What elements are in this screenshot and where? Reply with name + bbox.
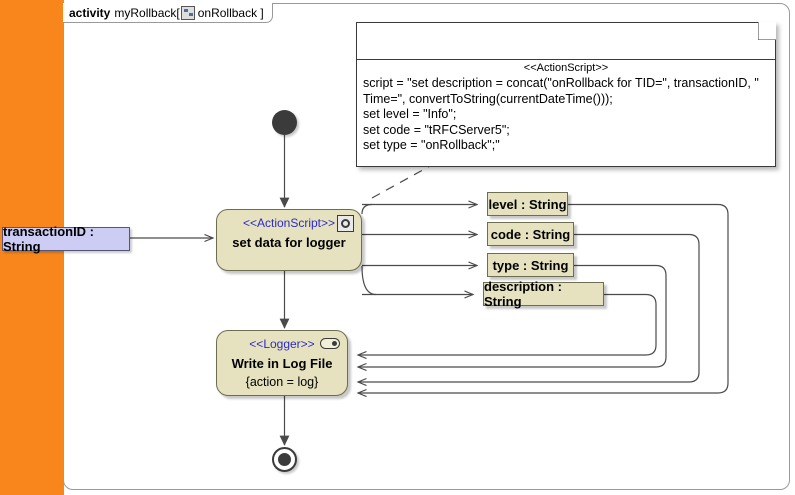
action-set-data-for-logger[interactable]: <<ActionScript>> set data for logger <box>216 209 362 271</box>
activity-keyword: activity <box>69 5 111 20</box>
script-gear-icon <box>337 215 354 232</box>
activity-parameter: onRollback ] <box>197 5 264 20</box>
logger-label: Write in Log File <box>231 356 333 371</box>
logger-stereotype: <<Logger>> <box>249 337 315 351</box>
note-shape <box>356 22 776 167</box>
logger-pill-icon <box>320 338 340 349</box>
initial-node[interactable] <box>272 110 297 135</box>
object-node-type[interactable]: type : String <box>487 253 574 277</box>
action-write-in-log-file[interactable]: <<Logger>> Write in Log File {action = l… <box>216 330 348 396</box>
action-stereotype: <<ActionScript>> <box>242 216 336 230</box>
activity-diagram-icon <box>180 5 195 20</box>
object-node-description[interactable]: description : String <box>483 279 604 309</box>
object-node-level[interactable]: level : String <box>487 192 568 216</box>
activity-name: myRollback[ <box>114 5 180 20</box>
note-divider <box>356 59 776 60</box>
logger-constraint: {action = log} <box>245 375 319 389</box>
object-node-code[interactable]: code : String <box>487 222 574 246</box>
activity-frame-title: activity myRollback[ onRollback ] <box>63 3 273 23</box>
actionscript-note: <<ActionScript>> script = "set descripti… <box>356 22 776 167</box>
action-label: set data for logger <box>232 235 346 250</box>
parameter-node-transactionid[interactable]: transactionID : String <box>2 224 130 254</box>
note-stereotype: <<ActionScript>> <box>523 62 609 74</box>
activity-final-node[interactable] <box>272 447 297 472</box>
note-fold-corner-icon <box>758 22 776 40</box>
note-script-text: script = "set description = concat("onRo… <box>363 76 759 153</box>
